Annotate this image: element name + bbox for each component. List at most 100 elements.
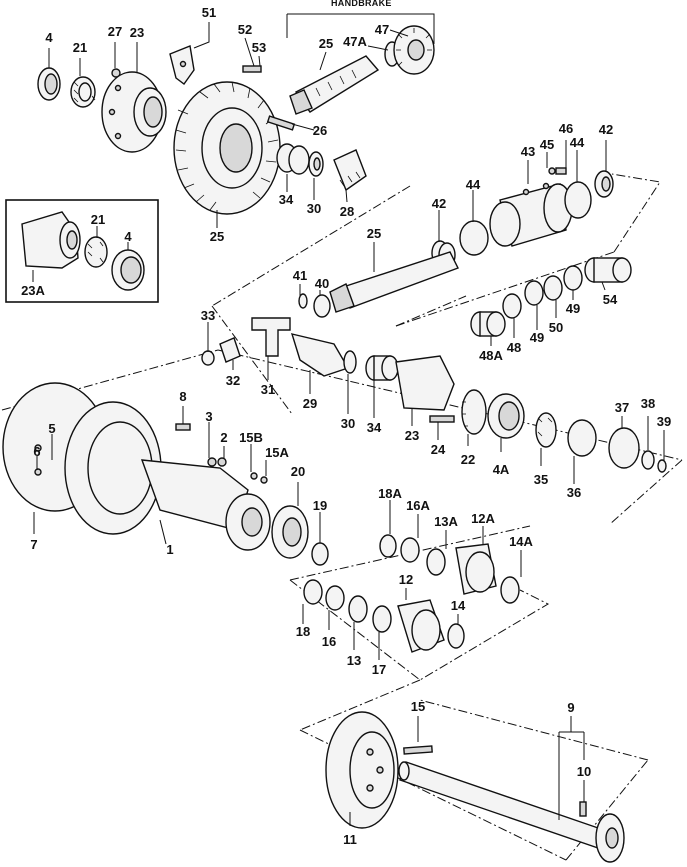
callout-13: 13 [347, 653, 361, 668]
callout-48: 48 [507, 340, 521, 355]
callout-20: 20 [291, 464, 305, 479]
cup-14 [447, 623, 465, 649]
bolt-52-53 [242, 65, 262, 73]
callout-46: 46 [559, 121, 573, 136]
callout-49-right: 49 [566, 301, 580, 316]
callout-2: 2 [220, 430, 227, 445]
stud-10 [579, 801, 587, 817]
ring-50 [543, 275, 563, 301]
ring-16 [325, 585, 345, 611]
pinion-gear-28 [333, 149, 367, 192]
callout-36: 36 [567, 485, 581, 500]
washer-41 [298, 293, 308, 309]
pinion-shaft-25-mid [329, 251, 459, 313]
pinion-shaft-25-top [289, 55, 380, 115]
hub-12a [455, 543, 497, 595]
nut-27 [111, 68, 121, 78]
lock-plate-51 [169, 45, 195, 85]
spider-31 [251, 317, 291, 357]
callout-30-top: 30 [307, 201, 321, 216]
callout-50: 50 [549, 320, 563, 335]
carrier-23-mid [395, 355, 455, 423]
callout-21-top: 21 [73, 40, 87, 55]
callout-32: 32 [226, 373, 240, 388]
callout-26: 26 [313, 123, 327, 138]
handbrake-heading: HANDBRAKE [331, 0, 392, 8]
callout-25-shaft: 25 [367, 226, 381, 241]
callout-8: 8 [179, 389, 186, 404]
washer-30-top [308, 151, 324, 177]
pinion-32 [219, 337, 241, 363]
callout-45: 45 [540, 137, 554, 152]
callout-21-inset: 21 [91, 212, 105, 227]
callout-15: 15 [411, 699, 425, 714]
callout-4-inset: 4 [124, 229, 132, 244]
callout-24: 24 [431, 442, 446, 457]
callout-47: 47 [375, 22, 389, 37]
gear-47 [393, 25, 435, 75]
cup-44-left [459, 220, 489, 256]
bolt-15 [403, 745, 433, 755]
callout-30-mid: 30 [341, 416, 355, 431]
handbrake-bracket [286, 13, 435, 44]
callout-15b: 15B [239, 430, 263, 445]
sleeve-54 [584, 257, 632, 283]
inset-cup-4 [111, 249, 145, 291]
bearing-40 [313, 294, 331, 318]
leader-lines [32, 22, 665, 826]
callout-7: 7 [30, 537, 37, 552]
inset-frame [5, 199, 159, 303]
callout-41: 41 [293, 268, 307, 283]
ring-13 [348, 595, 368, 623]
callout-12: 12 [399, 572, 413, 587]
callout-10: 10 [577, 764, 591, 779]
callout-51: 51 [202, 5, 216, 20]
callout-42-right: 42 [599, 122, 613, 137]
bearing-cone-21 [70, 76, 96, 108]
callout-44-left: 44 [466, 177, 481, 192]
axle-housing-1 [64, 401, 271, 551]
callout-53: 53 [252, 40, 266, 55]
callout-34-top: 34 [279, 192, 294, 207]
ring-48 [502, 293, 522, 319]
callout-35: 35 [534, 472, 548, 487]
cup-44-right [564, 181, 592, 219]
callout-15a: 15A [265, 445, 289, 460]
cup-4a [487, 393, 525, 439]
callout-16: 16 [322, 634, 336, 649]
ring-13a [426, 548, 446, 576]
callout-9: 9 [567, 700, 574, 715]
bolt-45-46 [548, 167, 567, 175]
callout-43: 43 [521, 144, 535, 159]
callout-14a: 14A [509, 534, 533, 549]
inset-cone-21 [84, 236, 108, 268]
callout-23: 23 [130, 25, 144, 40]
callout-37: 37 [615, 400, 629, 415]
callout-49-left: 49 [530, 330, 544, 345]
seal-19 [311, 542, 329, 566]
cone-16a [400, 537, 420, 563]
callout-18: 18 [296, 624, 310, 639]
inset-carrier-23a [21, 211, 81, 269]
callout-1: 1 [166, 542, 173, 557]
gasket-20 [271, 505, 309, 559]
callout-11: 11 [343, 832, 357, 847]
callout-4a: 4A [493, 462, 510, 477]
callout-16a: 16A [406, 498, 430, 513]
clip-39 [657, 459, 667, 473]
bearing-36 [567, 419, 597, 457]
callout-38: 38 [641, 396, 655, 411]
ring-49-left [524, 280, 544, 306]
spacer-34-mid [365, 355, 399, 381]
washer-30-mid [343, 350, 357, 374]
sleeve-48a [470, 311, 506, 337]
ring-22 [461, 389, 487, 435]
bearing-42-right [594, 170, 614, 198]
callout-4a-top: 4 [45, 30, 53, 45]
washer-38 [641, 450, 655, 470]
callout-40: 40 [315, 276, 329, 291]
callout-52: 52 [238, 22, 252, 37]
